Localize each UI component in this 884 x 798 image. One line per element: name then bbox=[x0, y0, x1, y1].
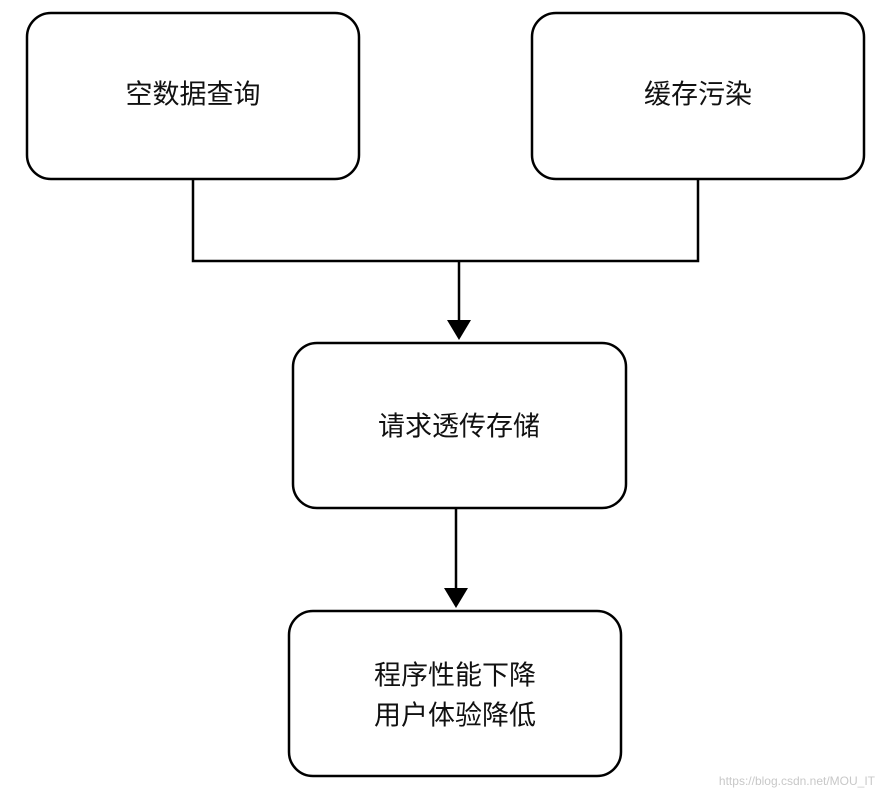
node-cache-pollution: 缓存污染 bbox=[530, 11, 866, 181]
node-cache-pollution-label: 缓存污染 bbox=[644, 80, 752, 111]
node-performance-drop-line-2: 用户体验降低 bbox=[374, 701, 536, 732]
node-request-penetration-label: 请求透传存储 bbox=[378, 412, 540, 443]
node-performance-drop: 程序性能下降 用户体验降低 bbox=[287, 609, 623, 778]
node-empty-query-label: 空数据查询 bbox=[126, 80, 261, 111]
edge-empty-query-to-request bbox=[191, 179, 459, 263]
edge-cache-pollution-to-request bbox=[459, 179, 700, 263]
node-performance-drop-box bbox=[287, 609, 623, 778]
node-empty-query: 空数据查询 bbox=[25, 11, 361, 181]
node-request-penetration-box bbox=[291, 341, 628, 510]
arrowhead-to-performance bbox=[444, 588, 468, 608]
node-request-penetration: 请求透传存储 bbox=[291, 341, 628, 510]
watermark-url: https://blog.csdn.net/MOU_IT bbox=[718, 774, 875, 788]
node-performance-drop-line-1: 程序性能下降 bbox=[374, 661, 536, 692]
arrowhead-to-request bbox=[447, 320, 471, 340]
